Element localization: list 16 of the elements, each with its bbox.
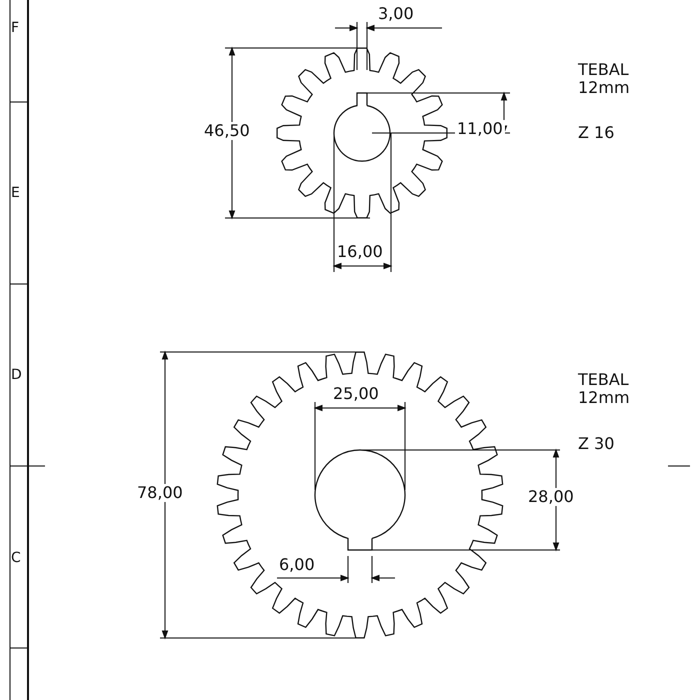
dimension-value: 3,00 [378,5,415,24]
dimension-value: 46,50 [202,122,252,140]
zone-letter: F [11,20,20,36]
dimension-value: 28,00 [526,488,576,506]
dimension-value: 78,00 [135,484,185,502]
note-text: TEBAL 12mm [578,61,631,98]
note-text: TEBAL 12mm [578,371,631,408]
note-text: Z 16 [578,124,616,142]
zone-letter: C [11,550,22,566]
dimension-value: 25,00 [333,385,380,404]
note-text: Z 30 [578,435,616,454]
dimension-value: 16,00 [337,243,384,262]
zone-letter: D [11,367,23,384]
dimension-value: 11,00 [455,120,505,138]
dimension-value: 6,00 [279,556,316,574]
zone-letter: E [11,185,21,202]
